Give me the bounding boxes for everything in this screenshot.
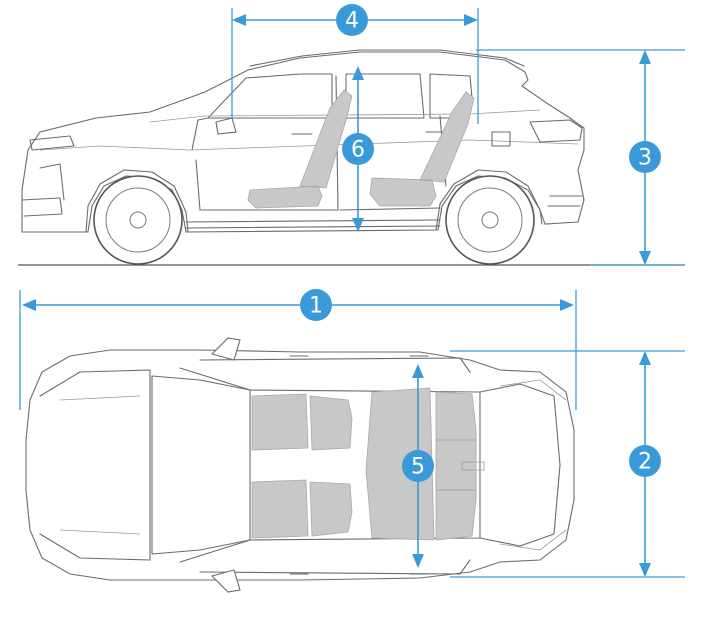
side-front-arch	[85, 169, 189, 233]
badge-5: 5	[402, 450, 434, 482]
badge-3: 3	[629, 141, 661, 173]
badge-6-label: 6	[351, 138, 365, 163]
side-front-bumper	[21, 163, 65, 217]
side-character-line	[39, 139, 579, 151]
top-hood-lines	[59, 395, 141, 535]
top-body	[25, 349, 575, 581]
badge-2: 2	[629, 445, 661, 477]
top-front-seat-right-back	[309, 481, 353, 537]
side-front-wheel	[93, 175, 183, 265]
dimension-2: 2	[450, 350, 685, 578]
side-mirror	[215, 117, 237, 135]
dimension-4: 4	[231, 4, 479, 124]
side-rear-bumper	[547, 195, 583, 207]
side-front-window	[207, 73, 333, 119]
badge-3-label: 3	[638, 146, 652, 171]
side-rear-wheel	[445, 175, 535, 265]
dimension-1: 1	[19, 289, 577, 410]
side-rocker	[185, 219, 441, 229]
side-taillight	[529, 119, 583, 143]
badge-1-label: 1	[309, 294, 323, 319]
top-rear-bench-back	[435, 391, 477, 541]
badge-4-label: 4	[345, 9, 359, 34]
badge-4: 4	[336, 4, 368, 36]
top-rear-glass	[479, 383, 561, 547]
badge-2-label: 2	[638, 450, 652, 475]
top-tailgate	[499, 379, 567, 551]
top-side-rails	[179, 357, 471, 575]
badge-1: 1	[300, 289, 332, 321]
top-roof	[249, 389, 481, 541]
top-mirror-left	[210, 337, 241, 361]
side-rear-seat	[369, 91, 475, 207]
top-front-seat-right	[251, 479, 309, 539]
badge-6: 6	[342, 133, 374, 165]
dimension-3: 3	[476, 49, 685, 266]
dimension-5: 5	[402, 364, 434, 568]
dimension-6: 6	[342, 66, 374, 232]
side-rear-arch	[435, 169, 543, 231]
side-roof-rail	[249, 49, 525, 67]
side-headlight	[29, 135, 75, 151]
badge-5-label: 5	[411, 455, 425, 480]
top-mirror-right	[210, 569, 241, 593]
side-front-rim	[105, 187, 171, 253]
top-front-seat-left	[251, 393, 309, 451]
side-rear-rim	[457, 187, 523, 253]
side-front-seat	[247, 89, 353, 209]
side-rear-hub	[481, 211, 499, 229]
top-seat-seams	[436, 439, 485, 491]
top-handles	[289, 355, 429, 575]
side-view-car	[21, 49, 585, 265]
top-rear-bench	[365, 387, 435, 541]
top-front-seat-left-back	[309, 395, 353, 451]
side-front-hub	[129, 211, 147, 229]
top-view-car	[25, 337, 575, 593]
side-fuel-cap	[491, 131, 511, 147]
top-hood	[39, 369, 151, 561]
